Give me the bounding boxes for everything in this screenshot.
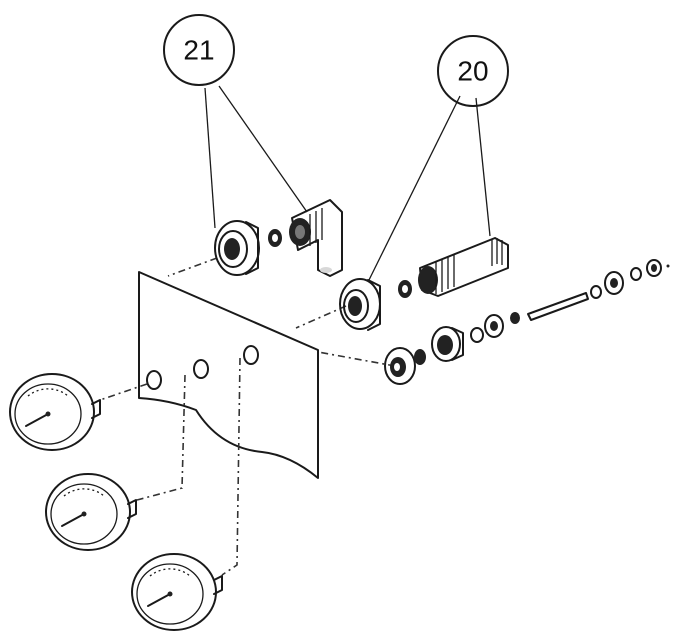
small-connector bbox=[484, 314, 504, 338]
part-20-bezel-nut bbox=[339, 278, 381, 331]
part-20-straight-fitting bbox=[418, 237, 509, 297]
small-ring-3 bbox=[590, 285, 602, 299]
part-21-o-ring bbox=[268, 229, 282, 247]
callout-20-label: 20 bbox=[457, 56, 488, 87]
leader-lines bbox=[204, 85, 491, 283]
tube-segment bbox=[527, 292, 589, 321]
panel-hole-1 bbox=[146, 370, 162, 390]
callout-21-label: 21 bbox=[183, 35, 214, 66]
callout-20: 20 bbox=[437, 35, 509, 107]
pressure-gauge-1 bbox=[9, 373, 101, 451]
mounting-panel bbox=[138, 271, 319, 479]
part-21-bezel-nut bbox=[214, 220, 260, 276]
lower-o-ring bbox=[414, 349, 426, 365]
panel-hole-3 bbox=[243, 345, 259, 365]
tube-fitting bbox=[604, 271, 624, 295]
part-21-elbow-fitting bbox=[289, 199, 343, 277]
callout-21: 21 bbox=[163, 14, 235, 86]
small-ring-2 bbox=[510, 312, 520, 324]
panel-hole-2 bbox=[193, 359, 209, 379]
pressure-gauge-2 bbox=[45, 473, 137, 551]
pressure-gauge-3 bbox=[131, 553, 223, 631]
part-20-o-ring bbox=[398, 280, 412, 298]
small-ring-1 bbox=[470, 327, 484, 343]
end-dot bbox=[666, 264, 670, 268]
lower-coupling bbox=[431, 326, 464, 362]
lower-line-fittings bbox=[384, 259, 670, 385]
end-cap bbox=[646, 259, 662, 277]
small-ring-4 bbox=[630, 267, 642, 281]
assembly-lines bbox=[99, 257, 396, 576]
lower-nut bbox=[384, 347, 416, 385]
